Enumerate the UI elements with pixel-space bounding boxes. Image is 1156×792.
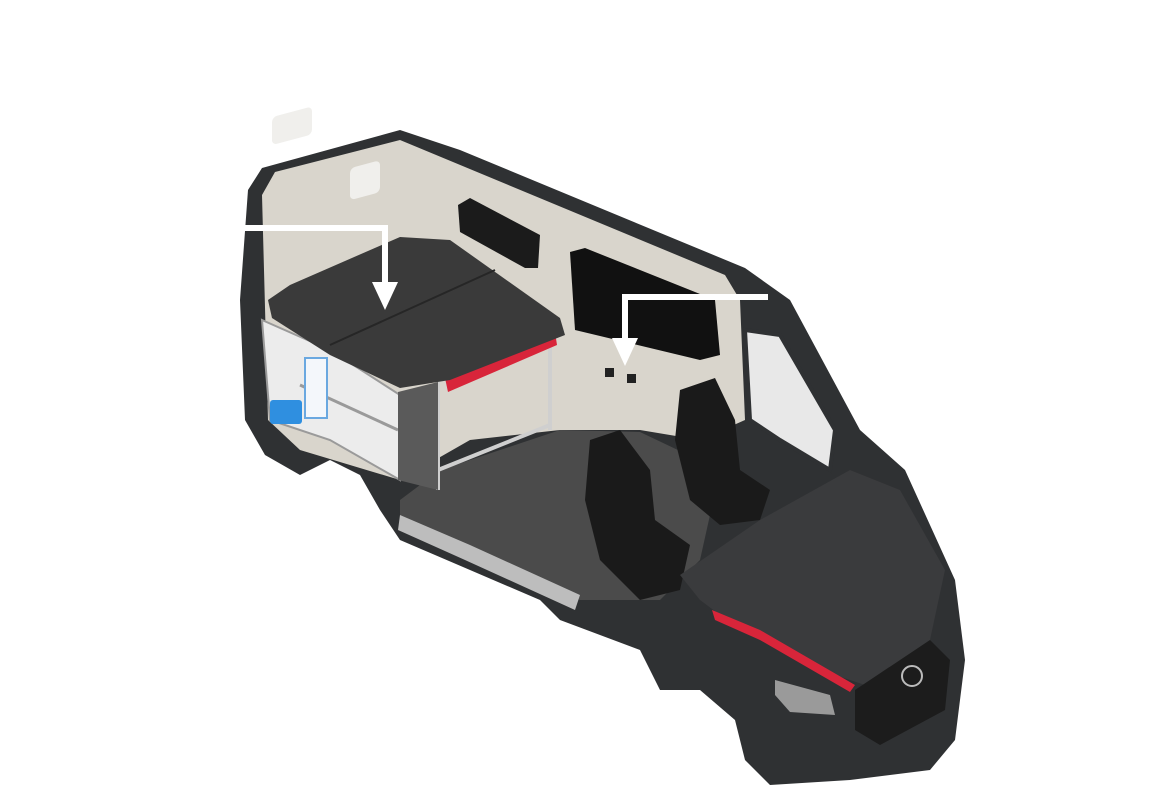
hood	[680, 470, 945, 690]
bed-mattress	[268, 237, 565, 388]
rear-window-right	[350, 161, 380, 200]
headlight	[775, 680, 835, 715]
side-step	[398, 515, 580, 610]
arrow-to-outlets	[612, 294, 768, 366]
driver-seat	[675, 378, 770, 525]
storage-box-blue	[270, 400, 302, 424]
storage-box-white	[304, 357, 328, 419]
side-window-small	[458, 198, 540, 268]
wall-outlet-2	[627, 374, 636, 383]
passenger-seat	[585, 430, 690, 600]
windshield	[742, 327, 838, 474]
arrow-to-bed	[240, 225, 398, 310]
wall-outlet-1	[605, 368, 614, 377]
rear-window-left	[272, 107, 312, 144]
hood-red-stripe	[712, 610, 855, 692]
bed-side-panel	[398, 382, 438, 490]
brand-emblem	[901, 665, 923, 687]
mattress-seam	[329, 269, 496, 346]
side-window-large	[570, 248, 720, 360]
front-grille	[855, 640, 950, 745]
